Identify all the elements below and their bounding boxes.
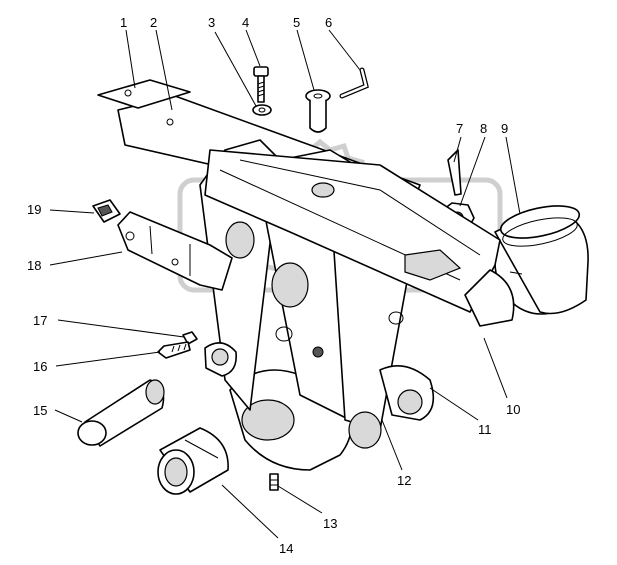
part-19-block bbox=[92, 199, 121, 223]
part-7-pin bbox=[447, 149, 462, 196]
part-14-bushing bbox=[157, 427, 229, 495]
part-18-shaft bbox=[117, 211, 233, 291]
callout-1: 1 bbox=[120, 15, 127, 30]
callout-2: 2 bbox=[150, 15, 157, 30]
callout-8: 8 bbox=[480, 121, 487, 136]
callout-6: 6 bbox=[325, 15, 332, 30]
callout-7: 7 bbox=[456, 121, 463, 136]
callout-17: 17 bbox=[33, 313, 47, 328]
callout-9: 9 bbox=[501, 121, 508, 136]
main-frame-housing bbox=[199, 139, 501, 471]
part-4-bolt bbox=[253, 66, 269, 103]
part-5-pin bbox=[305, 89, 331, 133]
part-13-grease-nipple bbox=[269, 473, 279, 491]
part-16-bolt bbox=[157, 341, 191, 359]
callout-14: 14 bbox=[279, 541, 293, 556]
callout-5: 5 bbox=[293, 15, 300, 30]
callout-3: 3 bbox=[208, 15, 215, 30]
callout-19: 19 bbox=[27, 202, 41, 217]
callout-4: 4 bbox=[242, 15, 249, 30]
callout-18: 18 bbox=[27, 258, 41, 273]
callout-labels: 1 2 3 4 5 6 7 8 9 10 11 12 13 14 15 16 1… bbox=[27, 15, 520, 556]
part-6-rod bbox=[339, 67, 369, 99]
leader-lines bbox=[49, 29, 521, 539]
callout-15: 15 bbox=[33, 403, 47, 418]
part-17-nut bbox=[182, 331, 198, 345]
callout-10: 10 bbox=[506, 402, 520, 417]
callout-11: 11 bbox=[478, 422, 492, 437]
callout-12: 12 bbox=[397, 473, 411, 488]
part-3-washer bbox=[252, 104, 272, 116]
callout-16: 16 bbox=[33, 359, 47, 374]
callout-13: 13 bbox=[323, 516, 337, 531]
part-15-pin bbox=[77, 379, 165, 447]
part-10-end-section bbox=[464, 269, 515, 327]
